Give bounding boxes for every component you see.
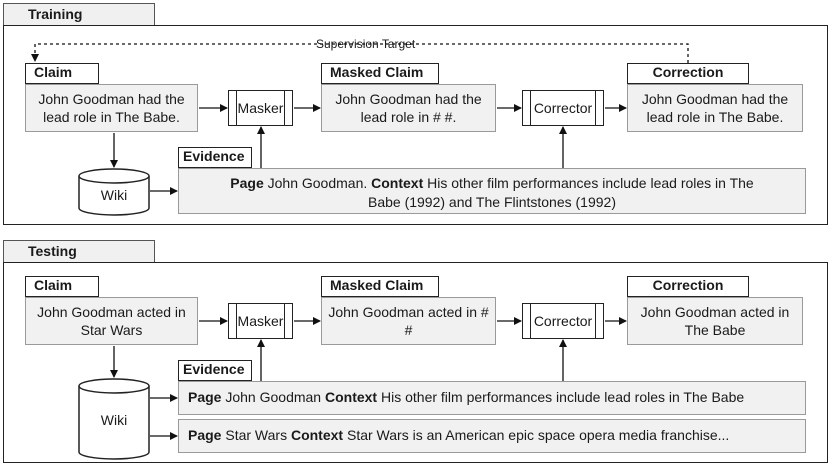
testing-correction-label: Correction	[627, 276, 749, 297]
training-corrector-module: Corrector	[522, 90, 604, 126]
testing-evidence-box-2: Page Star Wars Context Star Wars is an A…	[178, 419, 806, 453]
training-masker-label: Masker	[237, 100, 284, 116]
training-claim-label: Claim	[25, 63, 99, 84]
testing-masked-claim-text: John Goodman acted in # #	[328, 304, 489, 338]
training-evidence-page-keyword: Page	[230, 175, 264, 191]
training-correction-label: Correction	[627, 63, 749, 84]
testing-evidence-box-1: Page John Goodman Context His other film…	[178, 381, 806, 415]
testing-masked-claim-box: John Goodman acted in # #	[321, 297, 496, 345]
testing-masker-label: Masker	[237, 313, 284, 329]
training-correction-box: John Goodman had the lead role in The Ba…	[627, 84, 803, 132]
training-claim-text: John Goodman had the lead role in The Ba…	[38, 91, 185, 125]
training-evidence-context-value: His other film performances include lead…	[367, 175, 754, 210]
testing-masker-module: Masker	[228, 303, 293, 339]
testing-wiki-label: Wiki	[100, 412, 128, 428]
training-evidence-label: Evidence	[178, 147, 252, 168]
testing-corrector-label: Corrector	[533, 313, 593, 329]
testing-evidence-2-context-keyword: Context	[290, 427, 344, 443]
training-evidence-context-keyword: Context	[371, 175, 424, 191]
testing-evidence-1-page-value: John Goodman	[221, 389, 325, 405]
testing-evidence-2-page-value: Star Wars	[221, 427, 291, 443]
testing-correction-box: John Goodman acted in The Babe	[627, 297, 803, 345]
testing-evidence-2-page-keyword: Page	[188, 427, 222, 443]
testing-evidence-1-context-value: His other film performances include lead…	[377, 389, 745, 405]
testing-claim-text: John Goodman acted in Star Wars	[37, 304, 186, 338]
training-masker-module: Masker	[228, 90, 293, 126]
training-evidence-page-value: John Goodman.	[263, 175, 372, 191]
testing-correction-text: John Goodman acted in The Babe	[640, 304, 790, 338]
testing-evidence-1-context-keyword: Context	[324, 389, 378, 405]
testing-tab: Testing	[3, 240, 155, 263]
training-corrector-label: Corrector	[533, 100, 593, 116]
supervision-target-label: Supervision Target	[313, 37, 419, 51]
testing-masked-claim-label: Masked Claim	[321, 276, 439, 297]
training-claim-box: John Goodman had the lead role in The Ba…	[25, 84, 198, 132]
testing-corrector-module: Corrector	[522, 303, 604, 339]
testing-claim-label: Claim	[25, 276, 99, 297]
training-tab: Training	[3, 3, 155, 26]
training-wiki-label: Wiki	[100, 187, 128, 203]
training-masked-claim-text: John Goodman had the lead role in # #.	[335, 91, 482, 125]
testing-claim-box: John Goodman acted in Star Wars	[25, 297, 198, 345]
testing-evidence-label: Evidence	[178, 360, 252, 381]
training-correction-text: John Goodman had the lead role in The Ba…	[641, 91, 789, 125]
testing-evidence-1-page-keyword: Page	[188, 389, 222, 405]
training-masked-claim-label: Masked Claim	[321, 63, 439, 84]
training-evidence-box: Page John Goodman. Context His other fil…	[178, 168, 806, 214]
training-masked-claim-box: John Goodman had the lead role in # #.	[321, 84, 496, 132]
testing-evidence-2-context-value: Star Wars is an American epic space oper…	[343, 427, 730, 443]
